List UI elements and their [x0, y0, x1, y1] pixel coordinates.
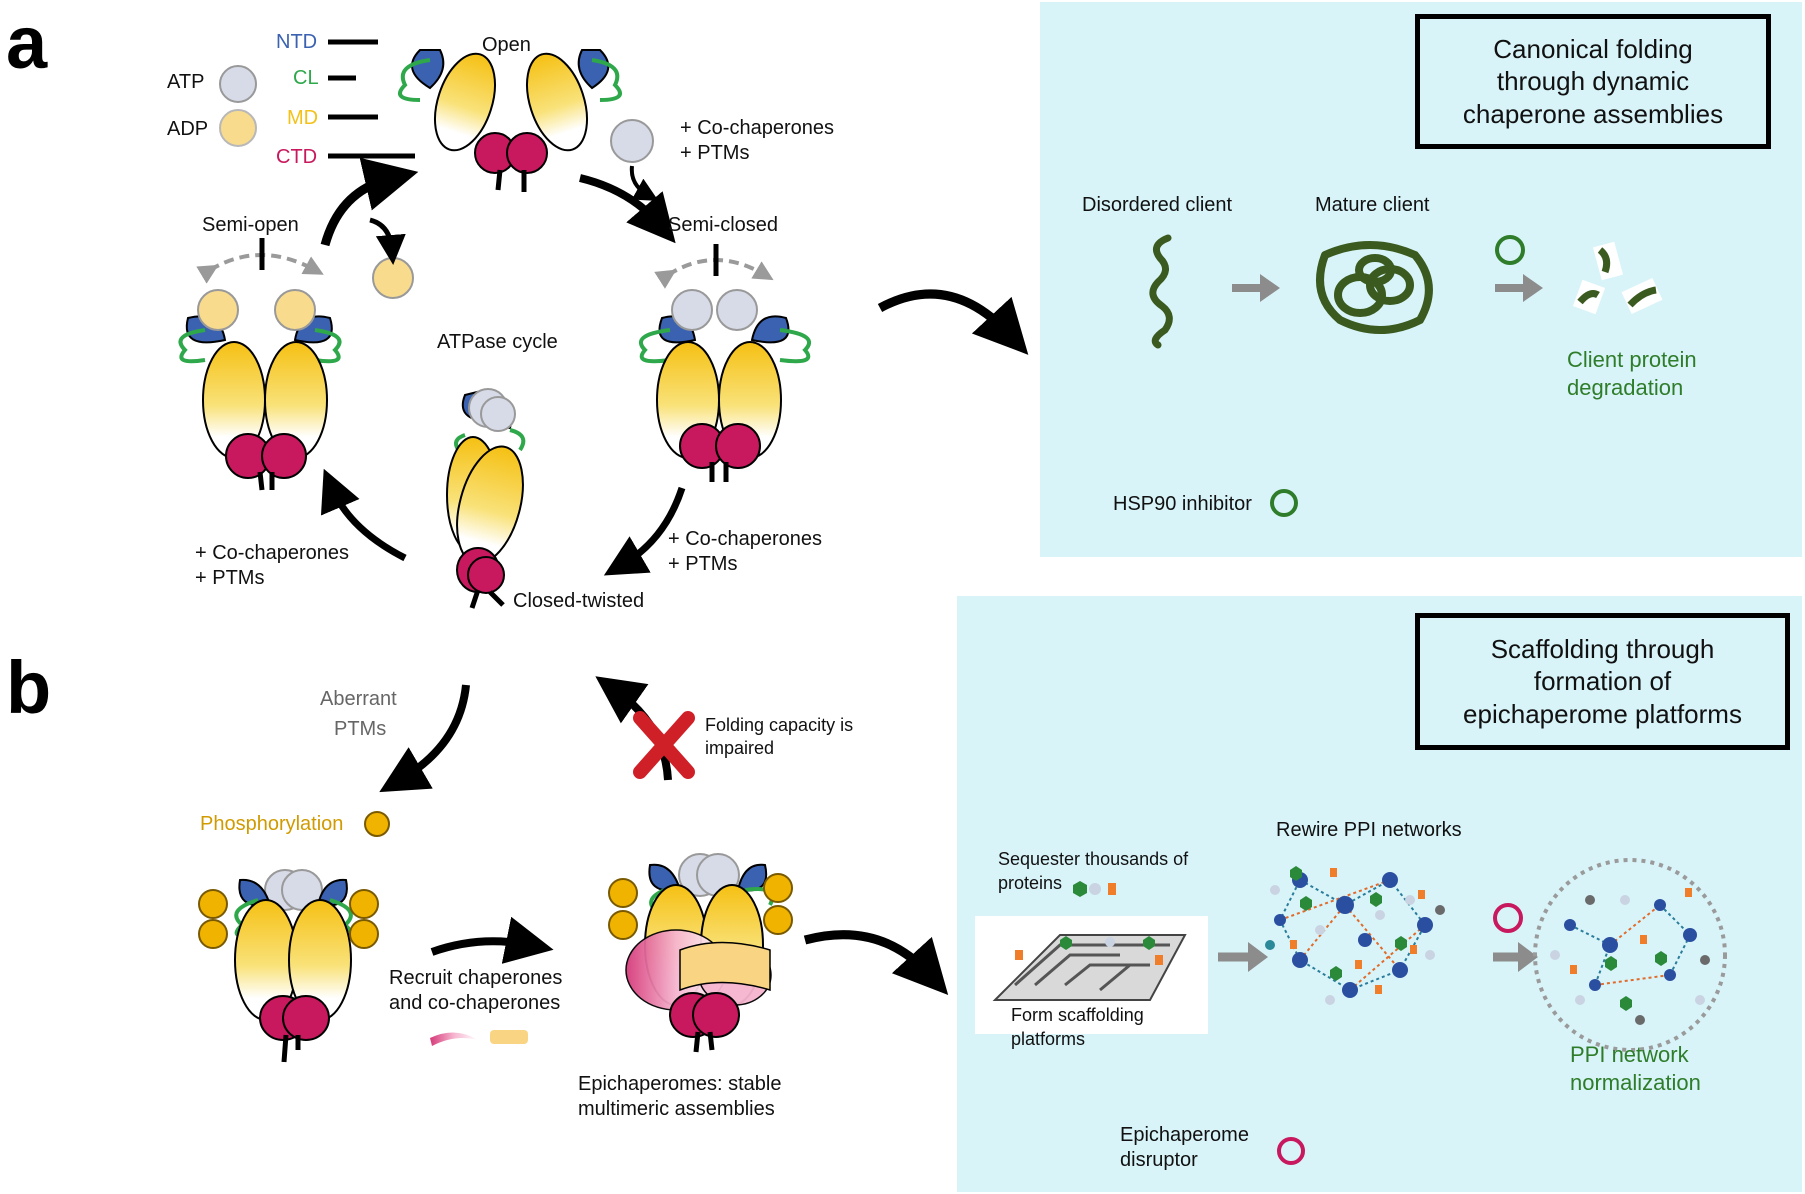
phosphorylation-label: Phosphorylation: [200, 813, 344, 835]
round-protein-icon: [1089, 883, 1101, 895]
canonical-title-line1: Canonical folding: [1493, 33, 1693, 64]
epichaperome-line2: multimeric assemblies: [578, 1098, 775, 1120]
released-adp: [372, 257, 414, 299]
scaffolding-title-line1: Scaffolding through: [1490, 633, 1715, 664]
atpase-cycle-label: ATPase cycle: [437, 331, 558, 353]
cochap-top-line2: + PTMs: [680, 142, 750, 164]
sequester-line1: Sequester thousands of: [998, 849, 1189, 869]
arrow-aberrant-ptms: [379, 684, 470, 793]
scaffolding-title-line3: epichaperome platforms: [1463, 698, 1742, 729]
legend-atp-label: ATP: [167, 71, 205, 93]
rewired-ppi-network: [1265, 866, 1445, 1005]
cochap-right-line2: + PTMs: [668, 553, 738, 575]
scaffolding-title: Scaffolding through formation of epichap…: [1415, 613, 1790, 750]
degradation-label-line2: degradation: [1567, 375, 1684, 400]
atp-icon: [219, 65, 257, 103]
degraded-fragments-icon: [1572, 241, 1663, 315]
aberrant-ptms-line2: PTMs: [334, 718, 387, 740]
arrow-semiclosed-to-closed: [603, 486, 686, 576]
canonical-title-line2: through dynamic: [1496, 66, 1690, 97]
inhibitor-legend-icon: [1270, 489, 1298, 517]
degradation-label-line1: Client protein: [1567, 347, 1697, 372]
hsp90-closed-twisted: [446, 388, 526, 609]
hsp90-inhibitor-label: HSP90 inhibitor: [1113, 493, 1252, 515]
panel-letter-b: b: [6, 646, 52, 729]
arrow-to-panel-b: [803, 930, 949, 995]
incoming-atp: [610, 119, 654, 163]
cochaperone-yellow-icon: [490, 1030, 528, 1044]
hsp90-semi-closed: [638, 289, 812, 482]
legend-cl-label: CL: [293, 67, 319, 89]
mature-client-icon: [1316, 241, 1433, 334]
arrow-closed-to-semiopen: [320, 468, 407, 562]
legend-adp-label: ADP: [167, 118, 209, 140]
folding-impaired-line1: Folding capacity is: [705, 715, 854, 735]
cochap-right-line1: + Co-chaperones: [668, 528, 822, 550]
scaffolding-title-line2: formation of: [1533, 666, 1672, 697]
recruit-line1: Recruit chaperones: [389, 967, 563, 989]
arrow-atp-binding: [629, 165, 659, 201]
legend-ntd-label: NTD: [276, 31, 318, 53]
cochap-top-line1: + Co-chaperones: [680, 117, 834, 139]
folding-impaired-label: Folding capacity is impaired: [705, 714, 853, 759]
phospho-legend-icon: [364, 811, 390, 837]
adp-icon: [219, 109, 257, 147]
state-open-label: Open: [482, 34, 531, 56]
arrow-adp-release: [369, 217, 406, 265]
arrow-semiopen-to-open: [320, 157, 419, 247]
state-closed-twisted-label: Closed-twisted: [513, 590, 645, 612]
cochap-left-line1: + Co-chaperones: [195, 542, 349, 564]
arrow-to-panel-a: [877, 289, 1029, 355]
hsp90-semi-open: [178, 289, 342, 491]
legend-ctd-label: CTD: [276, 146, 318, 168]
disruptor-line2: disruptor: [1120, 1149, 1198, 1171]
state-semi-open-label: Semi-open: [202, 214, 299, 236]
disruptor-legend-icon: [1277, 1137, 1305, 1165]
state-semi-closed-label: Semi-closed: [668, 214, 779, 236]
ppi-normalization-line1: PPI network: [1570, 1042, 1689, 1067]
recruit-line2: and co-chaperones: [389, 992, 561, 1014]
inhibitor-icon-top: [1495, 235, 1525, 265]
disordered-client-icon: [1149, 234, 1173, 349]
folding-impaired-line2: impaired: [705, 737, 775, 758]
hsp90-open: [398, 49, 622, 192]
sequester-line2: proteins: [998, 873, 1063, 893]
disruptor-line1: Epichaperome: [1120, 1124, 1249, 1146]
canonical-title-line3: chaperone assemblies: [1462, 98, 1724, 129]
mature-client-label: Mature client: [1315, 194, 1430, 216]
rewire-ppi-label: Rewire PPI networks: [1276, 819, 1462, 841]
cochaperone-pink-icon: [430, 1032, 478, 1046]
disordered-client-label: Disordered client: [1082, 194, 1233, 216]
normalized-ppi-network: [1533, 858, 1727, 1052]
form-scaffold-line1: Form scaffolding: [1011, 1005, 1144, 1025]
square-protein-icon: [1108, 883, 1116, 895]
legend-md-label: MD: [287, 107, 319, 129]
disruptor-icon-top: [1493, 903, 1523, 933]
arrow-recruit: [430, 916, 554, 964]
canonical-folding-title: Canonical folding through dynamic chaper…: [1415, 14, 1771, 149]
form-scaffold-line2: platforms: [1011, 1029, 1086, 1049]
x-mark-icon: [633, 711, 695, 779]
aberrant-ptms-line1: Aberrant: [320, 688, 397, 710]
epichaperome-line1: Epichaperomes: stable: [578, 1073, 782, 1095]
cochap-left-line2: + PTMs: [195, 567, 265, 589]
hsp90-phosphorylated: [198, 869, 379, 1063]
panel-letter-a: a: [6, 1, 48, 84]
scaffold-maze-image: [975, 916, 1208, 1034]
arrow-open-to-semiclosed: [579, 174, 676, 244]
hexagon-icon: [1073, 881, 1087, 897]
epichaperome: [608, 853, 793, 1053]
ppi-normalization-line2: normalization: [1570, 1070, 1701, 1095]
